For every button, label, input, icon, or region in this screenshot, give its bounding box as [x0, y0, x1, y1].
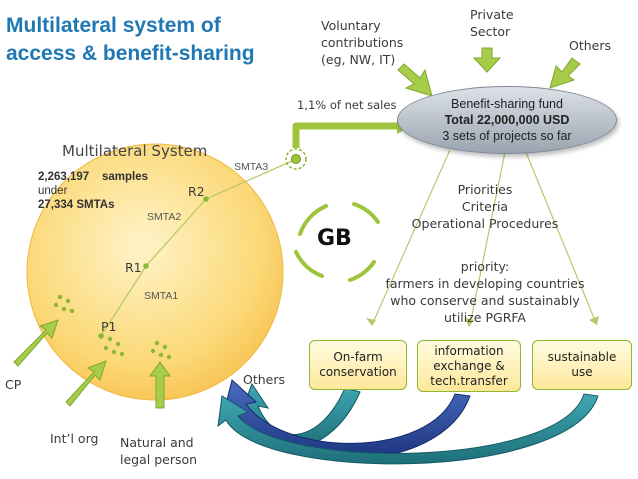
sample-dots-cluster-3	[150, 340, 172, 360]
fund-name: Benefit-sharing fund	[451, 97, 563, 111]
priority-text: priority: farmers in developing countrie…	[385, 259, 585, 325]
voluntary-arrow	[397, 63, 433, 97]
benefit-sharing-fund: Benefit-sharing fund Total 22,000,000 US…	[397, 86, 617, 154]
return-arrow-navy-1	[223, 379, 471, 460]
samples-summary: 2,263,197 samples under 27,334 SMTAs	[38, 170, 148, 212]
natural-person-arrow	[149, 361, 171, 409]
others-top-arrow	[549, 57, 581, 89]
intl-org-arrow	[65, 360, 107, 407]
page-title: Multilateral system of access & benefit-…	[6, 12, 306, 68]
node-r2-dot	[203, 196, 209, 202]
priorities-list: Priorities Criteria Operational Procedur…	[411, 182, 559, 231]
smta1-label: SMTA1	[144, 290, 179, 302]
others-bottom-label: Others	[243, 372, 286, 387]
others-top-label: Others	[569, 38, 612, 53]
voluntary-contributions-label: Voluntary contributions (eg, NW, IT)	[321, 18, 404, 67]
return-arrow-teal-2	[217, 393, 599, 465]
smta2-link	[145, 198, 207, 267]
gb-label: GB	[317, 226, 352, 251]
cp-arrow	[13, 319, 59, 367]
smtas-count: 27,334 SMTAs	[38, 199, 115, 211]
node-r1-label: R1	[125, 260, 142, 275]
smta2-label: SMTA2	[147, 211, 182, 223]
title-line-2: access & benefit-sharing	[6, 42, 255, 65]
smta3-link	[205, 160, 293, 200]
smta3-label: SMTA3	[234, 161, 269, 173]
private-sector-arrow	[472, 47, 502, 73]
node-p1-label: P1	[101, 319, 117, 334]
sample-dots-cluster-2	[103, 336, 125, 357]
multilateral-system-circle	[26, 143, 284, 401]
gear-icon	[291, 154, 301, 164]
fund-total: Total 22,000,000 USD	[444, 113, 570, 127]
multilateral-system-label: Multilateral System	[62, 142, 208, 160]
natural-legal-person-label: Natural and legal person	[120, 435, 198, 467]
net-sales-label: 1,1% of net sales	[297, 98, 397, 112]
fund-to-onfarm-line	[371, 149, 451, 326]
fund-to-info-line	[469, 151, 506, 326]
intl-org-label: Int’l org	[50, 431, 99, 446]
smta1-link	[100, 265, 147, 337]
fund-to-sustainable-line	[524, 149, 597, 324]
samples-word: samples	[101, 171, 148, 183]
fund-projects: 3 sets of projects so far	[442, 129, 572, 143]
cp-label: CP	[5, 377, 22, 392]
node-p1-dot	[98, 333, 104, 339]
gb-ring	[298, 204, 328, 236]
node-r1-dot	[143, 263, 149, 269]
private-sector-label: Private Sector	[470, 7, 514, 39]
sample-dots-cluster-1	[53, 294, 75, 314]
fund-connector-arrow	[292, 122, 399, 148]
samples-under: under	[38, 185, 68, 197]
smta3-endpoint-ring	[285, 148, 307, 170]
samples-count: 2,263,197	[38, 171, 90, 183]
node-r2-label: R2	[188, 184, 205, 199]
title-line-1: Multilateral system of	[6, 14, 221, 37]
